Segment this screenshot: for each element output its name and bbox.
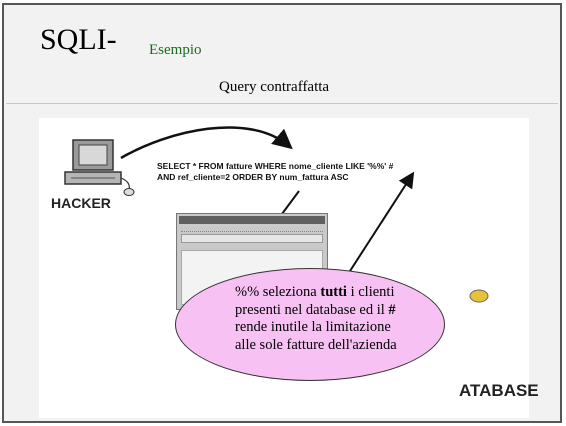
callout-text-hash: #	[388, 301, 396, 318]
divider	[6, 103, 558, 104]
browser-address-bar	[181, 234, 323, 243]
callout-text-bold: tutti	[320, 284, 347, 300]
browser-menubar	[181, 226, 323, 232]
slide-subtitle: Esempio	[149, 42, 202, 58]
slide: SQLI- Esempio Query contraffatta	[2, 3, 562, 423]
database-label: ATABASE	[459, 381, 539, 400]
slide-title: SQLI-	[40, 23, 117, 56]
callout-text-part-1: %% seleziona	[235, 284, 321, 300]
callout-text: %% seleziona tutti i clienti presenti ne…	[235, 284, 405, 354]
database-icon	[469, 289, 489, 303]
sql-query-text: SELECT * FROM fatture WHERE nome_cliente…	[157, 161, 393, 183]
hacker-label: HACKER	[51, 195, 111, 211]
arrow-callout-to-query	[338, 171, 415, 289]
computer-icon	[64, 139, 135, 196]
query-label: Query contraffatta	[219, 79, 330, 95]
callout-ellipse	[175, 268, 445, 381]
sql-line-1: SELECT * FROM fatture WHERE nome_cliente…	[157, 161, 394, 171]
figure-drawing	[64, 126, 489, 303]
callout-text-part-3: rende inutile la limitazione alle sole f…	[235, 319, 397, 353]
sql-line-2: AND ref_cliente=2 ORDER BY num_fattura A…	[157, 172, 349, 182]
callout-text-part-2: i clienti presenti nel database ed il	[235, 284, 395, 318]
figure-panel: HACKER SELECT * FROM fatture WHERE nome_…	[39, 118, 539, 418]
arrow-hacker-to-query	[120, 126, 293, 160]
browser-titlebar	[179, 216, 325, 224]
